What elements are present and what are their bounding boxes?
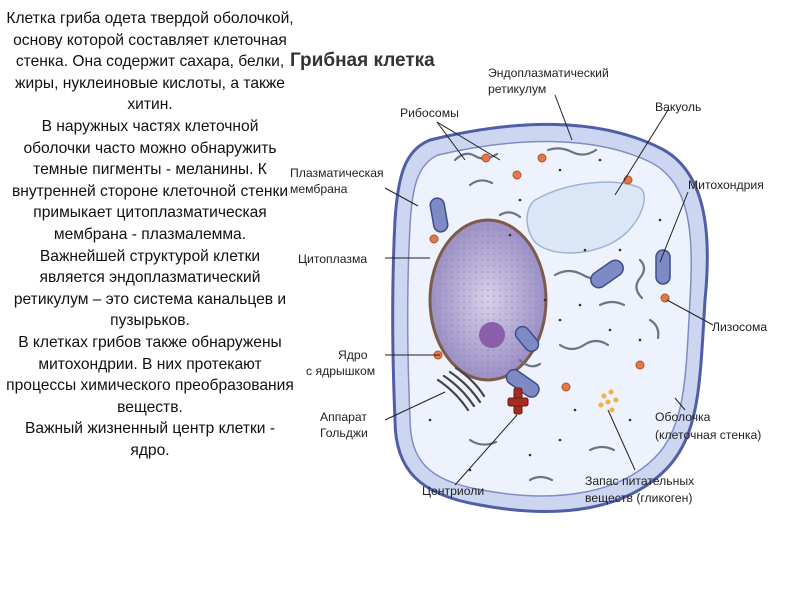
label-glycogen-line2: веществ (гликоген) (585, 491, 693, 505)
label-er-line1: Эндоплазматический (488, 66, 609, 80)
label-plasma-membrane-line2: мембрана (290, 182, 348, 196)
lysosomes (429, 153, 670, 392)
label-cell-wall-line1: Оболочка (655, 410, 711, 424)
label-cytoplasm: Цитоплазма (298, 252, 368, 266)
nucleus-texture (434, 224, 542, 376)
label-ribosomes: Рибосомы (400, 106, 459, 120)
label-mitochondrion: Митохондрия (688, 178, 764, 192)
label-er-line2: ретикулум (488, 82, 547, 96)
centriole (507, 387, 529, 415)
label-nucleus-line1: Ядро (338, 348, 368, 362)
description-paragraph-1: Клетка гриба одета твердой оболочкой, ос… (6, 10, 294, 114)
label-golgi-line2: Гольджи (320, 426, 368, 440)
label-plasma-membrane-line1: Плазматическая (290, 166, 384, 180)
endoplasmic-reticulum (453, 147, 660, 482)
fungal-cell-diagram (384, 94, 714, 513)
label-glycogen-line1: Запас питательных (585, 474, 695, 488)
description-paragraph-2: В наружных частях клеточной оболочки час… (11, 117, 289, 243)
nucleolus (479, 322, 505, 348)
glycogen-granules (598, 389, 619, 413)
label-centrioles: Центриоли (422, 484, 485, 498)
description-paragraph-4: В клетках грибов также обнаружены митохо… (6, 333, 294, 416)
label-vacuole: Вакуоль (655, 100, 702, 114)
label-golgi-line1: Аппарат (320, 410, 367, 424)
vacuole (526, 181, 645, 254)
golgi-apparatus (436, 366, 486, 412)
label-lysosome: Лизосома (712, 320, 768, 334)
description-paragraph-5: Важный жизненный центр клетки - ядро. (24, 420, 276, 459)
label-nucleus-line2: с ядрышком (306, 364, 376, 378)
diagram-title: Грибная клетка (290, 50, 435, 71)
leader-lines (384, 94, 714, 486)
mitochondria (429, 197, 671, 398)
label-cell-wall-line2: (клеточная стенка) (655, 428, 762, 442)
ribosomes (428, 158, 662, 472)
description-text: Клетка гриба одета твердой оболочкой, ос… (6, 8, 294, 461)
description-paragraph-3: Важнейшей структурой клетки является энд… (13, 247, 287, 330)
